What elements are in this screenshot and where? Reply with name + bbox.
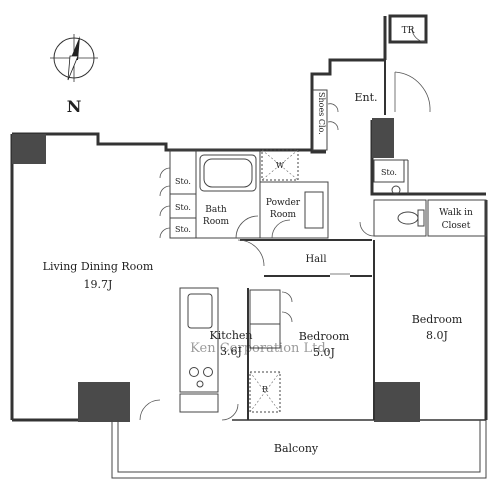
living-dining-room-label: Living Dining Room [43,260,154,273]
bedroom-1-label: Bedroom [299,330,350,343]
toilet-icon [397,211,419,225]
pillar [12,134,46,164]
bedroom-1-size-label: 5.0J [313,346,335,359]
walk-in-closet-label-line1: Walk in [439,208,473,218]
shoes-closet-label: Shoes Clo. [317,92,326,135]
entrance-label: Ent. [354,91,377,104]
storage-entry-label: Sto. [381,168,397,177]
bathtub-icon [199,154,257,192]
refrigerator-space [249,371,281,413]
washer-label: W [276,161,285,170]
compass-rose-icon [50,34,98,82]
bedroom-2-label: Bedroom [412,313,463,326]
washer-space [261,149,299,181]
hall-label: Hall [305,254,326,265]
pillar [374,382,420,422]
walk-in-closet-label-line2: Closet [442,221,471,231]
living-dining-size-label: 19.7J [84,278,113,291]
storage-3-label: Sto. [175,225,191,234]
pillar [372,118,394,158]
watermark: Ken Corporation Ltd. [190,341,330,356]
stove-burner-icon [203,367,213,377]
kitchen-size-label: 3.6J [220,345,242,358]
powder-room-label-line2: Room [270,210,297,220]
bath-room-label-line1: Bath [205,205,227,215]
sink-icon [187,293,213,329]
tr-label: TR [402,26,415,36]
bath-room-label-line2: Room [203,217,230,227]
stove-burner-icon [196,380,204,388]
storage-2-label: Sto. [175,203,191,212]
bedroom-2-size-label: 8.0J [426,329,448,342]
kitchen-label: Kitchen [210,329,253,342]
north-label: N [67,97,82,116]
balcony-label: Balcony [274,442,319,455]
stove-burner-icon [189,367,199,377]
refrigerator-label: R [262,385,269,394]
powder-room-label-line1: Powder [266,198,301,208]
storage-1-label: Sto. [175,177,191,186]
pillar [78,382,130,422]
